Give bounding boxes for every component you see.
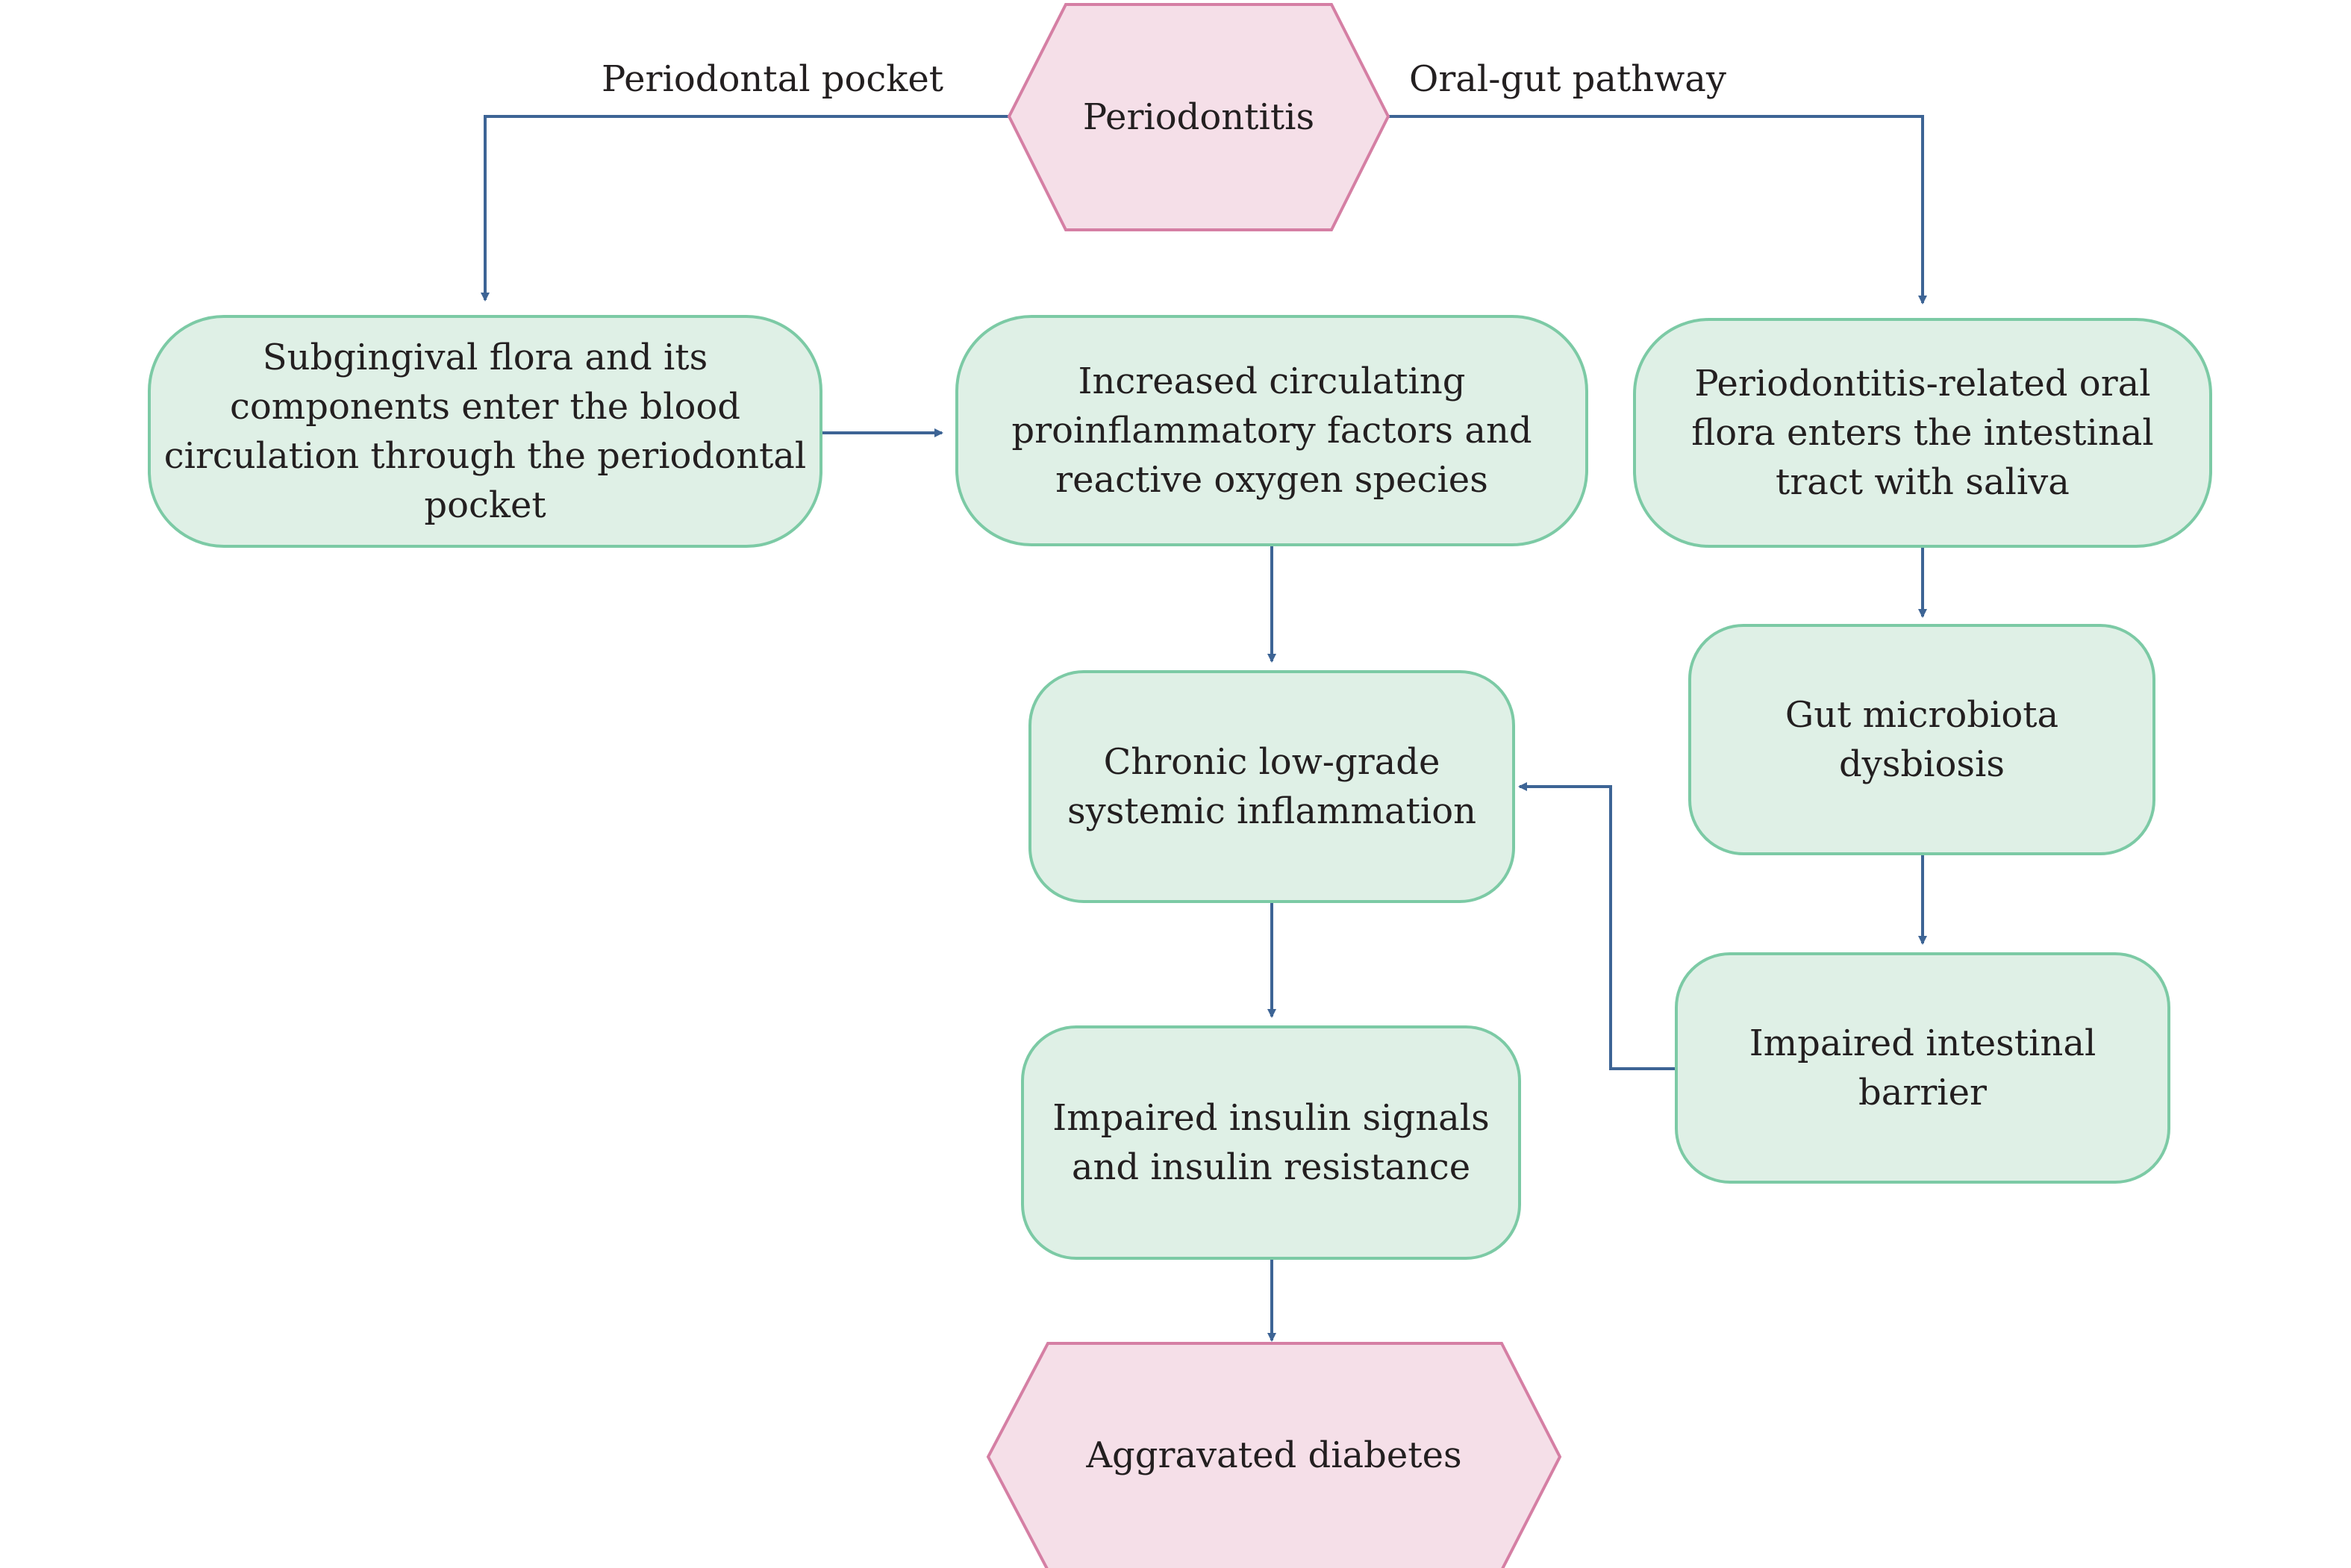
node-aggravated-diabetes-shape	[986, 1342, 1562, 1568]
node-subgingival-shape	[148, 315, 822, 548]
edge-periodontitis-to-oral-flora	[1388, 115, 1927, 304]
node-proinflammatory-shape	[955, 315, 1588, 546]
node-aggravated-diabetes: Aggravated diabetes	[1086, 1434, 1462, 1476]
node-insulin-resistance-shape	[1021, 1025, 1521, 1260]
node-gut-dysbiosis-shape	[1688, 624, 2155, 855]
edge-label-periodontal-pocket: Periodontal pocket	[602, 58, 944, 100]
node-oral-flora: Periodontitis-related oral flora enters …	[1691, 363, 2154, 503]
node-gut-dysbiosis: Gut microbiota dysbiosis	[1785, 694, 2059, 785]
node-chronic-inflammation: Chronic low-grade systemic inflammation	[1067, 741, 1477, 832]
edge-label-oral-gut-pathway: Oral-gut pathway	[1409, 58, 1727, 100]
node-subgingival: Subgingival flora and its components ent…	[163, 337, 807, 526]
node-chronic-inflammation-shape	[1028, 670, 1515, 903]
node-periodontitis-shape	[1007, 2, 1390, 231]
node-insulin-resistance: Impaired insulin signals and insulin res…	[1052, 1097, 1490, 1188]
node-proinflammatory: Increased circulating proinflammatory fa…	[1011, 360, 1532, 501]
node-intestinal-barrier-shape	[1675, 952, 2170, 1184]
node-intestinal-barrier: Impaired intestinal barrier	[1749, 1022, 2096, 1113]
edge-periodontitis-to-subgingival	[481, 115, 1009, 302]
node-oral-flora-shape	[1633, 318, 2212, 548]
edge-barrier-to-chronic	[1518, 782, 1676, 1070]
node-periodontitis: Periodontitis	[1082, 96, 1315, 138]
